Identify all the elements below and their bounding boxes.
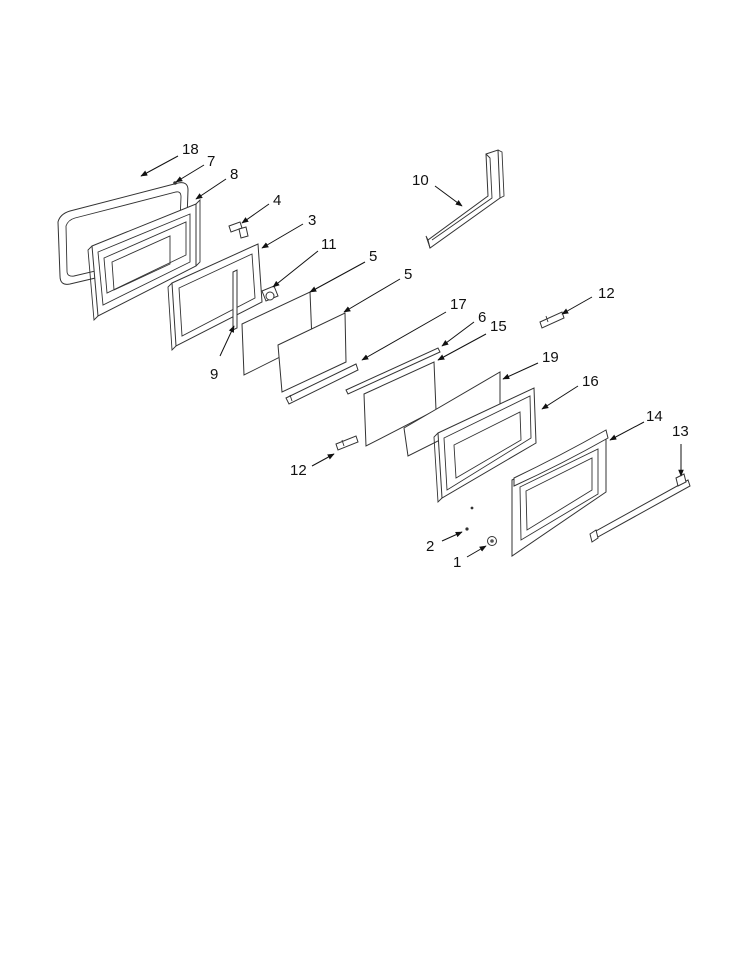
callout-11: 11 [321, 236, 337, 253]
part-11-hinge-receptacle [261, 285, 279, 302]
part-8-inner-door-liner [87, 198, 201, 322]
callout-7: 7 [207, 153, 215, 170]
leader-9 [219, 325, 235, 357]
leader-18 [140, 155, 179, 177]
callout-15: 15 [490, 318, 507, 335]
leader-8 [195, 178, 227, 200]
leader-19 [502, 362, 539, 380]
callout-12-upper: 12 [598, 285, 615, 302]
callout-labels: 18 7 8 4 3 11 5 5 10 12 17 6 15 19 16 9 … [182, 141, 689, 571]
part-16-door-frame [433, 387, 537, 510]
part-17-bracket [285, 363, 359, 405]
part-6-strip [345, 347, 441, 395]
callout-8: 8 [230, 166, 238, 183]
part-14-outer-door-panel [511, 429, 609, 557]
leader-6 [441, 321, 475, 347]
leader-3 [261, 223, 304, 249]
part-10-vent-duct [425, 149, 505, 249]
leader-4 [241, 203, 270, 224]
callout-10: 10 [412, 172, 429, 189]
callout-5-upper: 5 [369, 248, 377, 265]
callout-2: 2 [426, 538, 434, 555]
callout-12-lower: 12 [290, 462, 307, 479]
callout-9: 9 [210, 366, 218, 383]
callout-5-lower: 5 [404, 266, 412, 283]
leader-14 [609, 421, 645, 441]
part-4-hinge-bolt [228, 221, 249, 239]
leader-12b [311, 453, 335, 467]
part-1-grommet [487, 536, 497, 546]
part-13-door-handle [589, 473, 691, 543]
part-9-clip [232, 269, 238, 331]
leader-lines [140, 155, 684, 558]
part-5-glass-panel-lower [277, 312, 347, 393]
callout-1: 1 [453, 554, 461, 571]
leader-1 [466, 545, 487, 558]
leader-16 [541, 385, 579, 410]
callout-16: 16 [582, 373, 599, 390]
callout-3: 3 [308, 212, 316, 229]
leader-12a [561, 296, 593, 315]
leader-2 [441, 531, 463, 542]
callout-14: 14 [646, 408, 663, 425]
leader-7 [175, 164, 205, 183]
part-12-bracket-upper [539, 311, 565, 329]
callout-13: 13 [672, 423, 689, 440]
leader-11 [272, 250, 319, 288]
callout-17: 17 [450, 296, 467, 313]
leader-17 [361, 311, 447, 361]
leader-5b [343, 278, 401, 313]
leader-5a [309, 261, 366, 293]
callout-19: 19 [542, 349, 559, 366]
part-3-window-frame [167, 243, 263, 352]
leader-10 [434, 185, 463, 207]
callout-6: 6 [478, 309, 486, 326]
callout-18: 18 [182, 141, 199, 158]
part-2-screw [465, 527, 469, 531]
leader-15 [437, 333, 487, 361]
part-12-bracket-lower [335, 435, 359, 451]
callout-4: 4 [273, 192, 281, 209]
